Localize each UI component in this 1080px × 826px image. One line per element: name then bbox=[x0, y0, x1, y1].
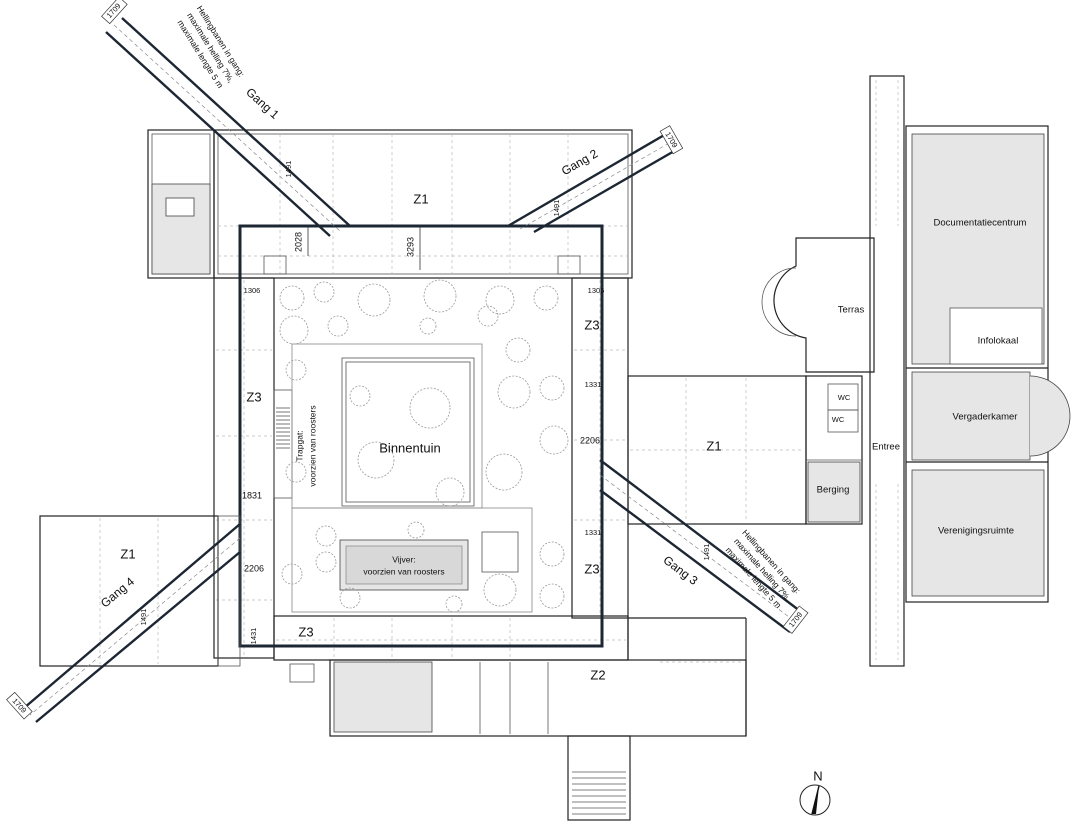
room-label-vergaderkamer: Vergaderkamer bbox=[953, 412, 1018, 423]
corridor-gang4 bbox=[23, 523, 241, 723]
annex-northwest bbox=[147, 129, 215, 279]
north-arrow-icon: N bbox=[799, 768, 831, 816]
room-label-documentatiecentrum: Documentatiecentrum bbox=[934, 218, 1027, 229]
corridor-label-gang2: Gang 2 bbox=[559, 146, 600, 178]
west-wing bbox=[213, 277, 293, 659]
dimension-1431: 1431 bbox=[249, 628, 258, 645]
room-label-vijver-2: voorzien van roosters bbox=[363, 566, 444, 576]
corridor-label-gang4: Gang 4 bbox=[98, 574, 137, 610]
room-label-entree: Entree bbox=[872, 442, 900, 453]
zone-label-z3-east-top: Z3 bbox=[584, 317, 599, 332]
east-wing bbox=[571, 277, 629, 619]
dimension-1491-gang4: 1491 bbox=[139, 609, 148, 626]
dimension-1306-left: 1306 bbox=[244, 286, 261, 295]
dimension-1709-gang3: 1709 bbox=[782, 605, 809, 634]
corridor-gang3 bbox=[599, 459, 805, 633]
room-label-trapgat-1: Trapgat: bbox=[294, 430, 304, 461]
zone-label-z3-west: Z3 bbox=[246, 389, 261, 404]
south-wing bbox=[273, 615, 747, 821]
room-label-trapgat-2: voorzien van roosters bbox=[307, 405, 317, 486]
dimension-2206-right: 2206 bbox=[580, 435, 600, 445]
room-label-wc-1: WC bbox=[838, 393, 851, 402]
corridor-label-gang1: Gang 1 bbox=[243, 85, 282, 122]
corridor-gang1 bbox=[105, 17, 351, 237]
corridor-label-gang3: Gang 3 bbox=[661, 553, 701, 588]
dimension-1331-top: 1331 bbox=[585, 380, 602, 389]
terrace bbox=[761, 75, 905, 667]
room-label-vijver-1: Vijver: bbox=[392, 554, 415, 564]
zone-label-z1-west: Z1 bbox=[120, 546, 135, 561]
dimension-3293: 3293 bbox=[405, 237, 415, 257]
west-block bbox=[39, 515, 241, 667]
ramp-note-east: Hellingbanen in gang: maximale helling 7… bbox=[724, 528, 803, 610]
room-label-berging: Berging bbox=[817, 485, 850, 496]
zone-label-z3-east-bottom: Z3 bbox=[584, 561, 599, 576]
zone-label-z1-north: Z1 bbox=[413, 191, 428, 206]
ramp-note-north: Hellingbanen in gang: maximale helling 7… bbox=[175, 4, 246, 90]
dimension-1491-gang3: 1491 bbox=[702, 544, 711, 561]
room-label-binnentuin: Binnentuin bbox=[379, 440, 440, 455]
corridor-gang2 bbox=[507, 132, 677, 234]
zone-label-z3-south: Z3 bbox=[298, 624, 313, 639]
room-label-wc-2: WC bbox=[832, 415, 845, 424]
inner-boundary bbox=[238, 224, 604, 648]
north-arrow-label: N bbox=[813, 768, 822, 783]
dimension-2206-left: 2206 bbox=[244, 563, 264, 573]
courtyard bbox=[263, 255, 581, 613]
dimension-2028: 2028 bbox=[293, 232, 303, 252]
zone-label-z2: Z2 bbox=[590, 667, 605, 682]
dimension-1491-gang2: 1491 bbox=[552, 200, 561, 217]
east-block bbox=[627, 375, 863, 525]
dimension-1331-bottom: 1331 bbox=[585, 528, 602, 537]
dimension-1306-right: 1306 bbox=[588, 286, 605, 295]
room-label-infolokaal: Infolokaal bbox=[978, 336, 1019, 347]
dimension-1491-gang1: 1491 bbox=[284, 161, 293, 178]
dimension-1831: 1831 bbox=[242, 490, 262, 500]
zone-label-z1-east: Z1 bbox=[706, 438, 721, 453]
dimension-1709-gang2: 1709 bbox=[659, 125, 684, 155]
room-label-terras: Terras bbox=[838, 305, 865, 316]
room-label-verenigingsruimte: Verenigingsruimte bbox=[938, 526, 1014, 537]
east-building bbox=[905, 125, 1071, 603]
